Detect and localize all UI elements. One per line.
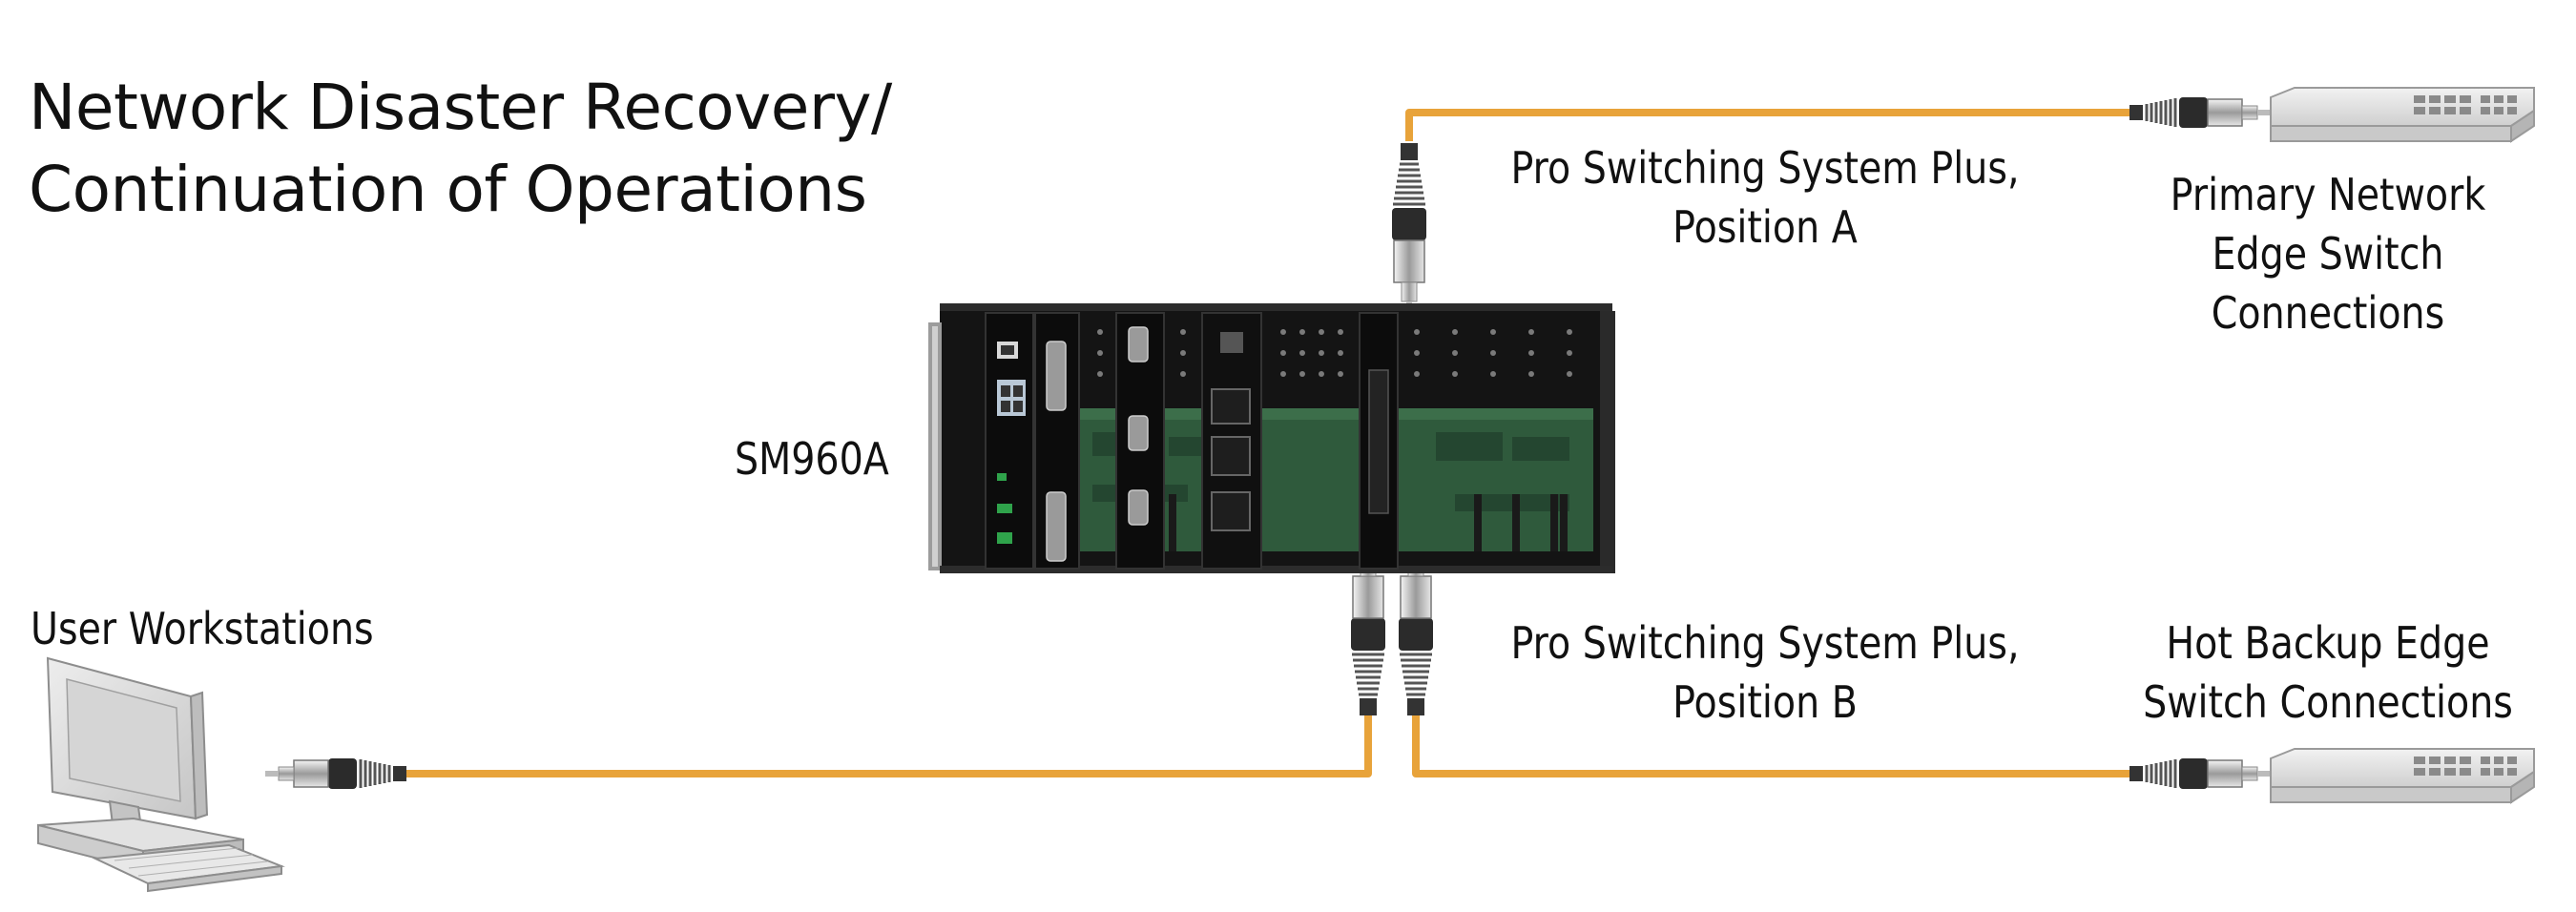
fiber-cable-workstation [405,714,1372,777]
title-line-2: Continuation of Operations [29,153,867,226]
backup-line-1: Hot Backup Edge [2166,617,2490,669]
edge-switch-icon [2270,87,2535,143]
fiber-connector-icon [1392,143,1426,319]
hot-backup-label: Hot Backup Edge Switch Connections [2114,613,2541,732]
device-label-sm960a: SM960A [735,433,889,485]
position-a-line-2: Position A [1672,201,1858,253]
fiber-cable-position-b [1412,714,2130,777]
computer-workstation-icon [37,656,285,893]
diagram-title: Network Disaster Recovery/ Continuation … [29,67,892,231]
primary-line-1: Primary Network [2170,169,2486,220]
fiber-cable-position-a [1405,109,2130,141]
primary-network-label: Primary Network Edge Switch Connections [2131,165,2525,342]
user-workstations-label: User Workstations [31,603,374,654]
title-line-1: Network Disaster Recovery/ [29,71,892,144]
position-b-line-1: Pro Switching System Plus, [1510,617,2020,669]
edge-switch-icon [2270,748,2535,804]
fiber-connector-icon [1351,540,1385,715]
position-b-line-2: Position B [1672,676,1858,728]
position-b-label: Pro Switching System Plus, Position B [1510,613,2019,732]
position-a-label: Pro Switching System Plus, Position A [1510,138,2019,257]
fiber-connector-icon [2129,758,2271,789]
backup-line-2: Switch Connections [2143,676,2513,728]
fiber-connector-icon [2129,97,2271,128]
primary-line-2: Edge Switch [2212,228,2444,280]
fiber-connector-icon [265,758,406,789]
sm960a-chassis-icon [928,303,1615,573]
primary-line-3: Connections [2211,287,2445,339]
position-a-line-1: Pro Switching System Plus, [1510,142,2020,194]
